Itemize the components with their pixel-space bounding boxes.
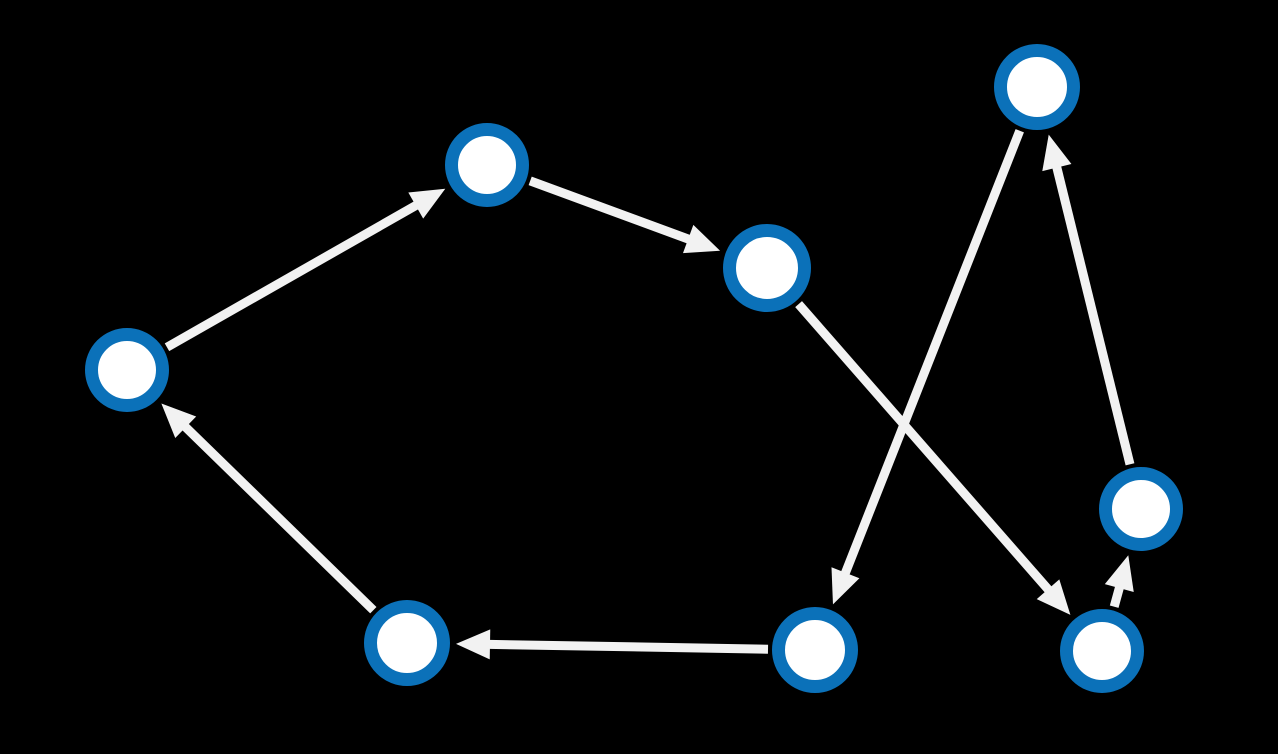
node-top-left-ring[interactable] — [445, 123, 529, 207]
edge-bottom-right-to-right-mid-arrowhead-icon — [1104, 555, 1134, 593]
node-bottom-right-ring[interactable] — [1060, 609, 1144, 693]
node-upper-mid[interactable] — [723, 224, 811, 312]
edges-layer — [161, 129, 1135, 660]
edge-bottom-mid-to-bottom-left-line — [483, 639, 769, 654]
node-left-ring[interactable] — [85, 328, 169, 412]
edge-left-to-top-left-arrowhead-icon — [408, 188, 446, 219]
edge-left-to-top-left-line — [164, 198, 424, 352]
node-right-mid-ring[interactable] — [1099, 467, 1183, 551]
nodes-layer — [85, 44, 1183, 693]
node-bottom-right[interactable] — [1060, 609, 1144, 693]
edge-top-left-to-upper-mid-line — [528, 176, 697, 246]
edge-top-right-to-bottom-mid-arrowhead-icon — [831, 567, 860, 605]
edge-upper-mid-to-bottom-right-arrowhead-icon — [1036, 579, 1071, 615]
node-bottom-left-ring[interactable] — [364, 600, 450, 686]
node-left[interactable] — [85, 328, 169, 412]
edge-right-mid-to-top-right-arrowhead-icon — [1042, 134, 1072, 172]
node-bottom-mid[interactable] — [772, 607, 858, 693]
edge-bottom-mid-to-bottom-left-arrowhead-icon — [455, 629, 491, 660]
node-bottom-mid-ring[interactable] — [772, 607, 858, 693]
edge-bottom-left-to-left-line — [177, 419, 377, 614]
node-top-right[interactable] — [994, 44, 1080, 130]
edge-top-left-to-upper-mid-arrowhead-icon — [682, 224, 721, 254]
node-bottom-left[interactable] — [364, 600, 450, 686]
node-upper-mid-ring[interactable] — [723, 224, 811, 312]
edge-top-right-to-bottom-mid-line — [838, 129, 1024, 581]
node-top-right-ring[interactable] — [994, 44, 1080, 130]
node-right-mid[interactable] — [1099, 467, 1183, 551]
edge-bottom-left-to-left-arrowhead-icon — [161, 403, 197, 438]
edge-upper-mid-to-bottom-right-line — [795, 301, 1056, 598]
edge-right-mid-to-top-right-line — [1050, 159, 1135, 466]
node-top-left[interactable] — [445, 123, 529, 207]
